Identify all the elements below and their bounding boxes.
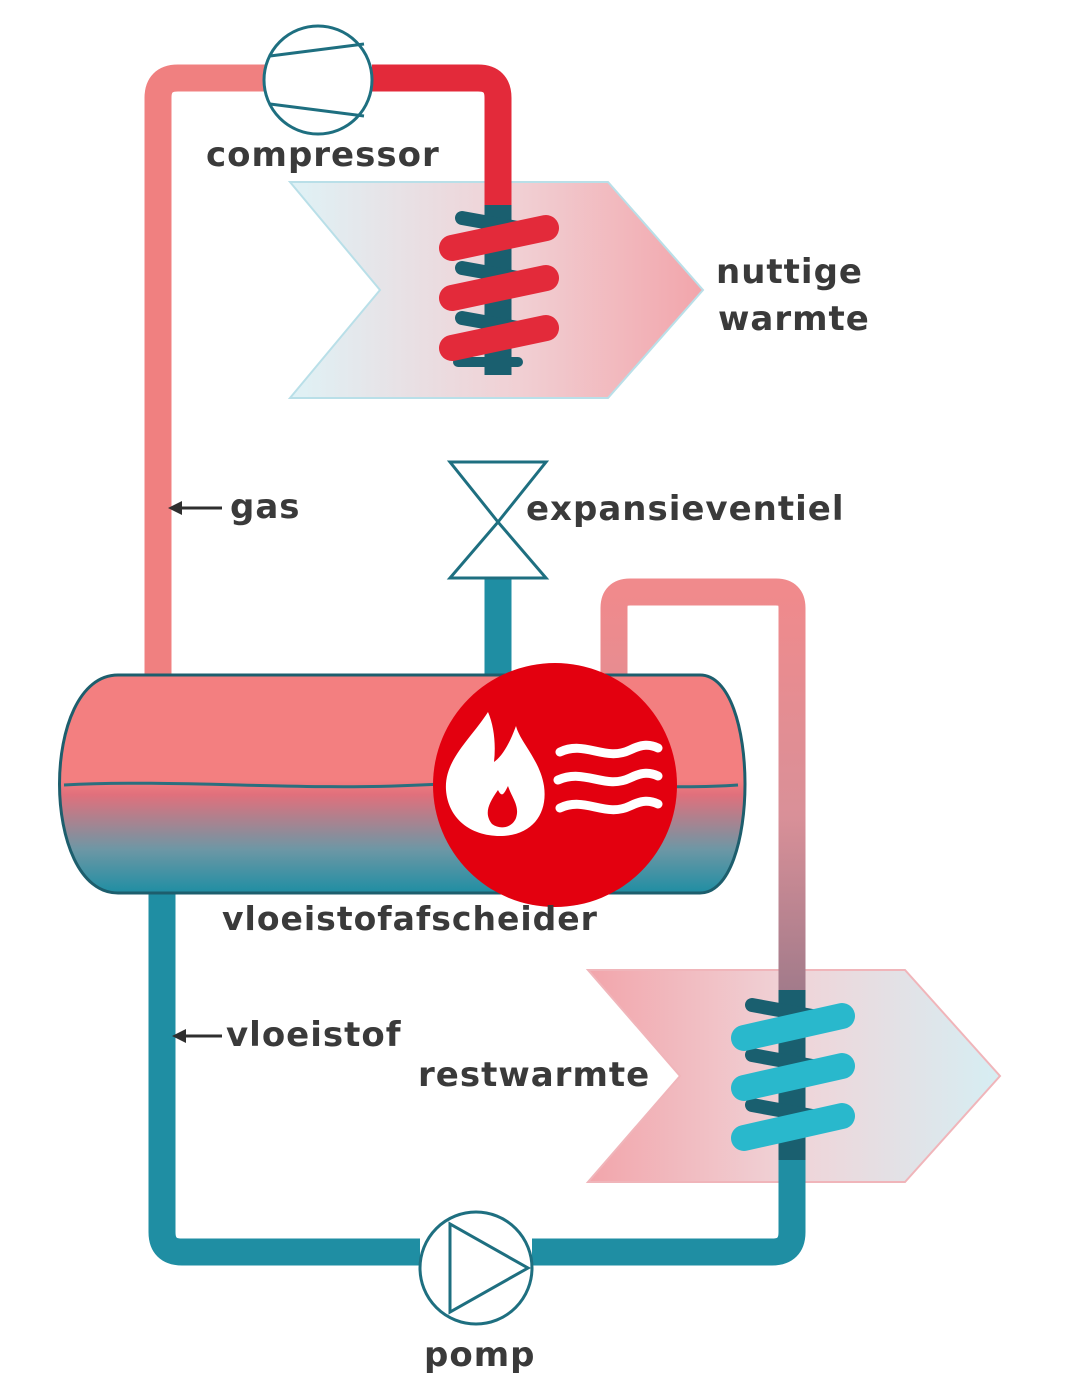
expansion-valve-label: expansieventiel	[526, 489, 844, 529]
compressor-icon	[262, 24, 374, 136]
liquid-pipe	[148, 875, 420, 1266]
liquid-pointer	[172, 1029, 222, 1043]
useful-heat-label-line2: warmte	[718, 299, 870, 339]
useful-heat-label-line1: nuttige	[716, 252, 863, 292]
hot-gas-pipe	[372, 64, 512, 215]
liquid-label: vloeistof	[226, 1015, 402, 1055]
liquid-separator-label: vloeistofafscheider	[222, 899, 598, 938]
compressor-label: compressor	[206, 135, 440, 175]
gas-pointer	[168, 501, 222, 515]
expansion-valve-icon	[446, 460, 550, 580]
pump-label: pomp	[424, 1335, 535, 1375]
pump-return-pipe	[532, 1150, 806, 1266]
gas-pipe	[144, 64, 265, 680]
residual-heat-label: restwarmte	[418, 1055, 650, 1095]
pump-icon	[418, 1210, 534, 1326]
gas-label: gas	[230, 487, 301, 527]
residual-loop-pipe	[600, 578, 806, 998]
flame-heat-logo-icon	[433, 663, 677, 907]
condenser-coil	[439, 205, 559, 375]
evaporator-coil	[731, 990, 855, 1160]
